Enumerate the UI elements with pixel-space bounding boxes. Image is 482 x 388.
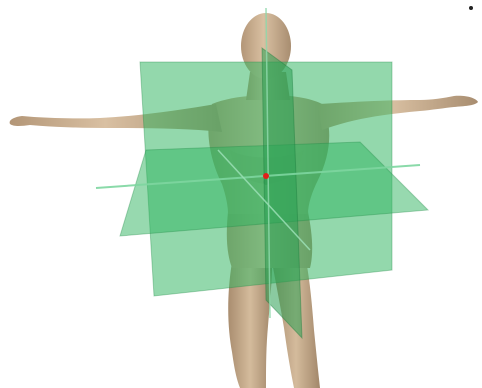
corner-dot (469, 6, 473, 10)
origin-marker (263, 173, 269, 179)
anatomical-planes (120, 48, 428, 338)
